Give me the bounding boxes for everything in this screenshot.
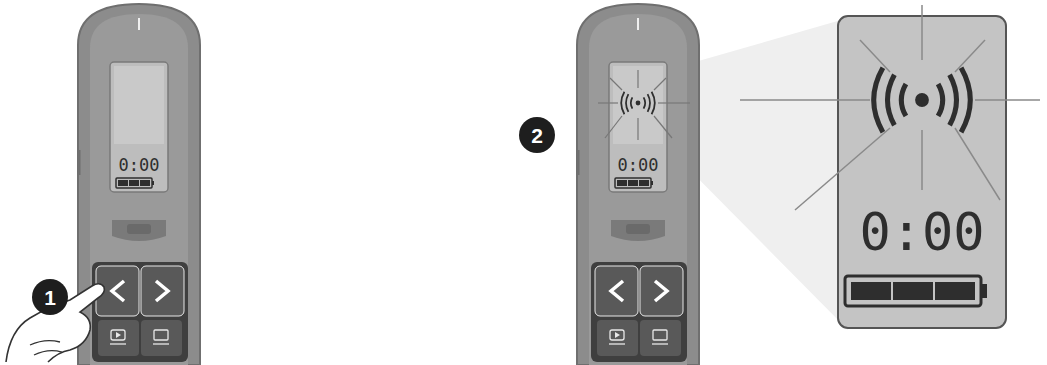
display-time: 0:00 [119,157,160,174]
glow-rays [740,5,1040,210]
callout-number: 2 [531,125,543,146]
display-time: 0:00 [618,157,659,174]
callout-circle [519,117,555,153]
display-zoom [838,16,1006,328]
display-time-zoom: 0:00 [859,206,984,258]
remote-left [78,4,200,365]
callout-number: 1 [44,287,56,308]
remote-right [577,4,699,365]
glow-rays [598,70,690,140]
callout-circle [32,279,68,315]
hand [6,284,104,362]
